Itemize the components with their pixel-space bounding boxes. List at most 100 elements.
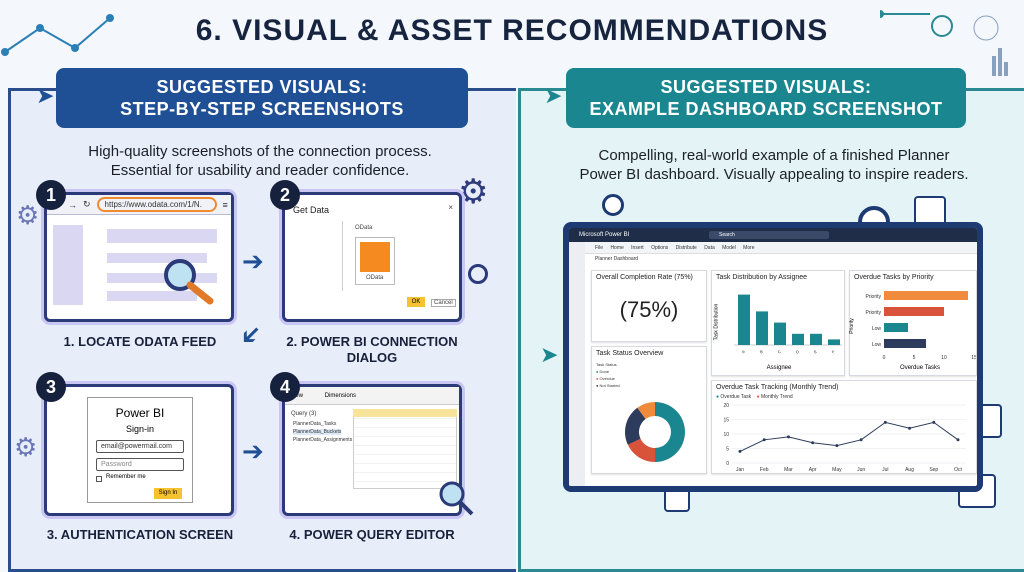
remember-label: Remember me bbox=[106, 474, 146, 480]
bar bbox=[884, 307, 944, 316]
right-panel-arrow-icon: ➤ bbox=[544, 83, 563, 108]
query-item[interactable]: PlannerData_Tasks bbox=[293, 421, 337, 427]
kpi-title: Overall Completion Rate (75%) bbox=[596, 274, 693, 281]
dashboard-topbar: Microsoft Power BI Search bbox=[569, 228, 977, 242]
odata-tile[interactable]: OData bbox=[355, 237, 395, 285]
assignee-title: Task Distribution by Assignee bbox=[716, 274, 808, 281]
category-label: Priority bbox=[865, 294, 881, 300]
legend-item: Overdue Task bbox=[720, 394, 752, 400]
tick-label: Sep bbox=[929, 467, 938, 473]
url-box[interactable]: https://www.odata.com/1/N. bbox=[96, 197, 217, 212]
query-item[interactable]: PlannerData_Buckets bbox=[293, 429, 342, 435]
step4-label: 4. POWER QUERY EDITOR bbox=[289, 527, 455, 542]
bar bbox=[884, 323, 908, 332]
data-point bbox=[811, 441, 815, 445]
kpi-card: Overall Completion Rate (75%) (75%) bbox=[591, 270, 707, 342]
priority-xlabel: Overdue Tasks bbox=[900, 365, 940, 371]
data-point bbox=[738, 449, 742, 453]
right-header-line2: EXAMPLE DASHBOARD SCREENSHOT bbox=[589, 99, 943, 119]
close-icon[interactable]: × bbox=[448, 203, 453, 212]
data-point bbox=[835, 444, 839, 448]
legend-item: Task Status bbox=[596, 362, 617, 367]
gear-icon: ⚙ bbox=[14, 432, 38, 462]
query-item[interactable]: PlannerData_Assignments bbox=[293, 437, 353, 443]
signin-subtitle: Sign-in bbox=[125, 424, 154, 434]
status-legend: Task Status ● Done ● Overdue ● Not Start… bbox=[596, 361, 620, 389]
dashboard-screenshot: Microsoft Power BI Search File Home Inse… bbox=[563, 222, 983, 492]
left-header-line2: STEP-BY-STEP SCREENSHOTS bbox=[120, 99, 404, 119]
legend-item: ● Not Started bbox=[596, 383, 620, 388]
tick-label: Feb bbox=[760, 467, 769, 473]
bar bbox=[774, 322, 786, 345]
magnifier-icon bbox=[164, 259, 214, 305]
donut-slice bbox=[625, 407, 646, 445]
step-number: 2 bbox=[270, 180, 300, 210]
magnifier-icon bbox=[468, 264, 488, 284]
priority-title: Overdue Tasks by Priority bbox=[854, 274, 934, 281]
remember-checkbox[interactable] bbox=[96, 476, 102, 482]
right-desc-line1: Compelling, real-world example of a fini… bbox=[598, 147, 950, 164]
right-desc-line2: Power BI dashboard. Visually appealing t… bbox=[579, 166, 969, 183]
tick-label: 5 bbox=[913, 355, 916, 361]
tick-label: 15 bbox=[971, 355, 976, 361]
category-label: Low bbox=[872, 326, 882, 332]
left-panel-arrow-icon: ➤ bbox=[36, 83, 55, 108]
forward-icon: → bbox=[68, 199, 77, 210]
status-donut-chart bbox=[625, 402, 685, 462]
left-desc-line1: High-quality screenshots of the connecti… bbox=[88, 143, 432, 160]
data-point bbox=[859, 438, 863, 442]
data-point bbox=[956, 438, 960, 442]
category-label: Low bbox=[872, 342, 882, 348]
email-field[interactable]: email@powermail.com bbox=[96, 440, 184, 453]
refresh-icon: ↻ bbox=[83, 199, 91, 209]
menu-icon: ≡ bbox=[222, 199, 228, 210]
tick-label: Mar bbox=[784, 467, 793, 473]
step2-label-line2: DIALOG bbox=[346, 350, 398, 365]
right-header-line1: SUGGESTED VISUALS: bbox=[660, 77, 872, 97]
pq-tab-dimensions[interactable]: Dimensions bbox=[324, 393, 357, 399]
tick-label: Jul bbox=[882, 467, 888, 473]
page-title: 6. VISUAL & ASSET RECOMMENDATIONS bbox=[195, 14, 829, 47]
left-panel-description: High-quality screenshots of the connecti… bbox=[40, 142, 480, 180]
password-field[interactable]: Password bbox=[96, 458, 184, 471]
step3-label: 3. AUTHENTICATION SCREEN bbox=[46, 527, 234, 542]
tick-label: B bbox=[759, 349, 764, 355]
step-number: 4 bbox=[270, 372, 300, 402]
ok-button[interactable]: OK bbox=[407, 297, 425, 307]
dashboard-arrow-icon: ➤ bbox=[540, 342, 559, 367]
kpi-value: (75%) bbox=[619, 297, 679, 322]
signin-title: Power BI bbox=[115, 406, 165, 420]
trend-card: Overdue Task Tracking (Monthly Trend) ● … bbox=[711, 380, 977, 474]
step-number: 1 bbox=[36, 180, 66, 210]
search-input[interactable]: Search bbox=[709, 231, 829, 239]
tick-label: E bbox=[813, 349, 818, 355]
network-decoration bbox=[1, 14, 114, 56]
cancel-button[interactable]: Cancel bbox=[431, 299, 456, 307]
network-decoration-right bbox=[880, 10, 1008, 76]
bar bbox=[884, 291, 968, 300]
priority-bar-chart: PriorityPriorityLowLow051015 bbox=[865, 291, 976, 361]
bar bbox=[810, 333, 822, 345]
priority-card: Overdue Tasks by Priority Priority Prior… bbox=[849, 270, 977, 376]
step4-screenshot: New Dimensions Query (3) PlannerData_Tas… bbox=[282, 384, 462, 516]
browser-bar: ← → ↻ https://www.odata.com/1/N. ≡ bbox=[47, 195, 231, 215]
assignee-xlabel: Assignee bbox=[766, 365, 792, 371]
data-point bbox=[932, 420, 936, 424]
dialog-title: Get Data bbox=[293, 205, 330, 215]
odata-tab-label: OData bbox=[355, 225, 373, 231]
trend-line bbox=[739, 421, 959, 452]
data-point bbox=[762, 438, 766, 442]
dashboard-sidebar bbox=[569, 242, 585, 486]
step2-label-line1: 2. POWER BI CONNECTION bbox=[286, 334, 458, 349]
placeholder-block bbox=[107, 253, 207, 263]
arrow-right-icon: ➔ bbox=[242, 246, 264, 276]
step2-label: 2. POWER BI CONNECTION DIALOG bbox=[272, 334, 472, 366]
priority-ylabel: Priority bbox=[848, 318, 855, 334]
signin-dialog: Power BI Sign-in email@powermail.com Pas… bbox=[87, 397, 193, 503]
placeholder-block bbox=[107, 273, 217, 283]
tick-label: 10 bbox=[941, 355, 947, 361]
tab-planner-dashboard[interactable]: Planner Dashboard bbox=[595, 256, 639, 262]
signin-button[interactable]: Sign In bbox=[154, 488, 182, 499]
tick-label: Jun bbox=[857, 467, 865, 473]
